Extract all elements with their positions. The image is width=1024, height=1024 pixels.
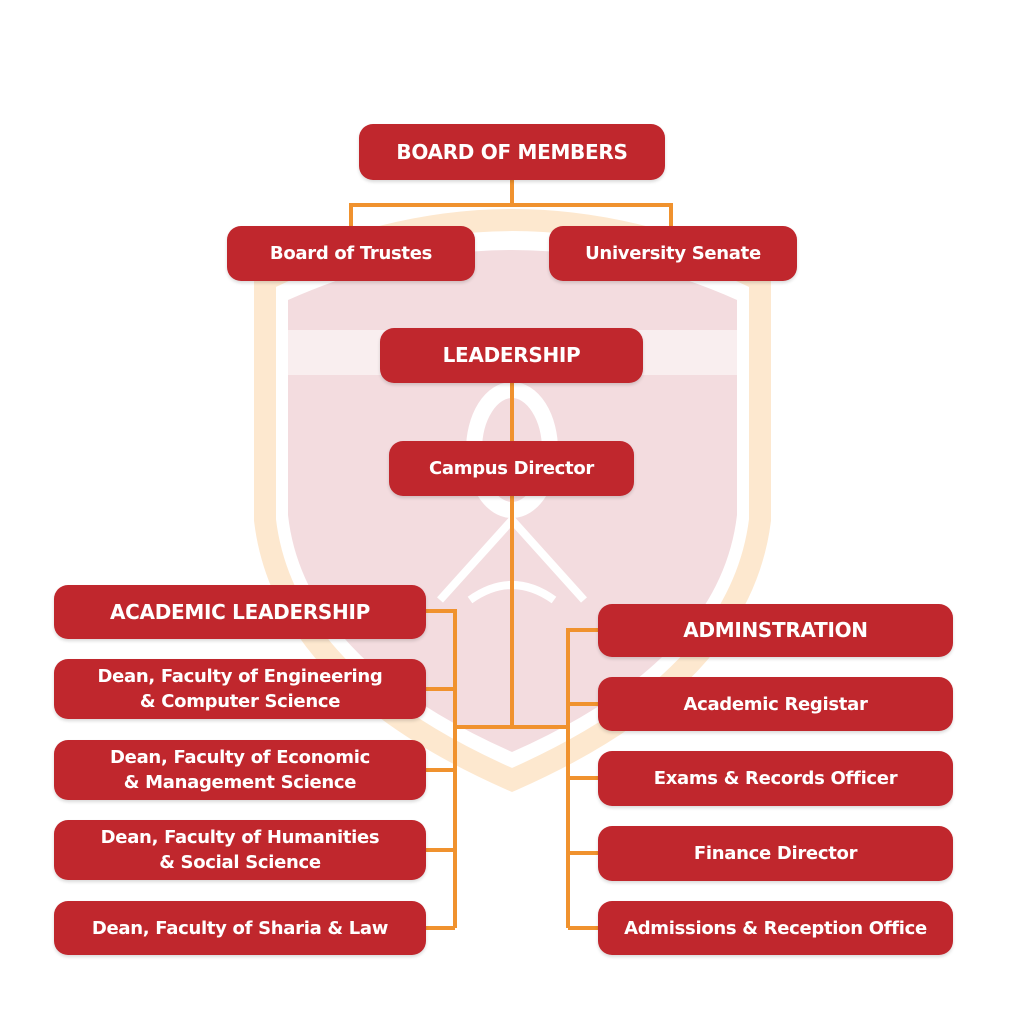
dean-economic-box: Dean, Faculty of Economic & Management S… bbox=[54, 740, 426, 800]
dean-engineering-box: Dean, Faculty of Engineering & Computer … bbox=[54, 659, 426, 719]
board-of-members-box: BOARD OF MEMBERS bbox=[359, 124, 665, 180]
administration-box: ADMINSTRATION bbox=[598, 604, 953, 657]
leadership-box: LEADERSHIP bbox=[380, 328, 643, 383]
admissions-reception-box: Admissions & Reception Office bbox=[598, 901, 953, 955]
university-senate-box: University Senate bbox=[549, 226, 797, 281]
academic-registrar-box: Academic Registar bbox=[598, 677, 953, 731]
board-of-trustees-box: Board of Trustes bbox=[227, 226, 475, 281]
finance-director-box: Finance Director bbox=[598, 826, 953, 881]
dean-sharia-box: Dean, Faculty of Sharia & Law bbox=[54, 901, 426, 955]
campus-director-box: Campus Director bbox=[389, 441, 634, 496]
dean-humanities-box: Dean, Faculty of Humanities & Social Sci… bbox=[54, 820, 426, 880]
exams-records-box: Exams & Records Officer bbox=[598, 751, 953, 806]
academic-leadership-box: ACADEMIC LEADERSHIP bbox=[54, 585, 426, 639]
